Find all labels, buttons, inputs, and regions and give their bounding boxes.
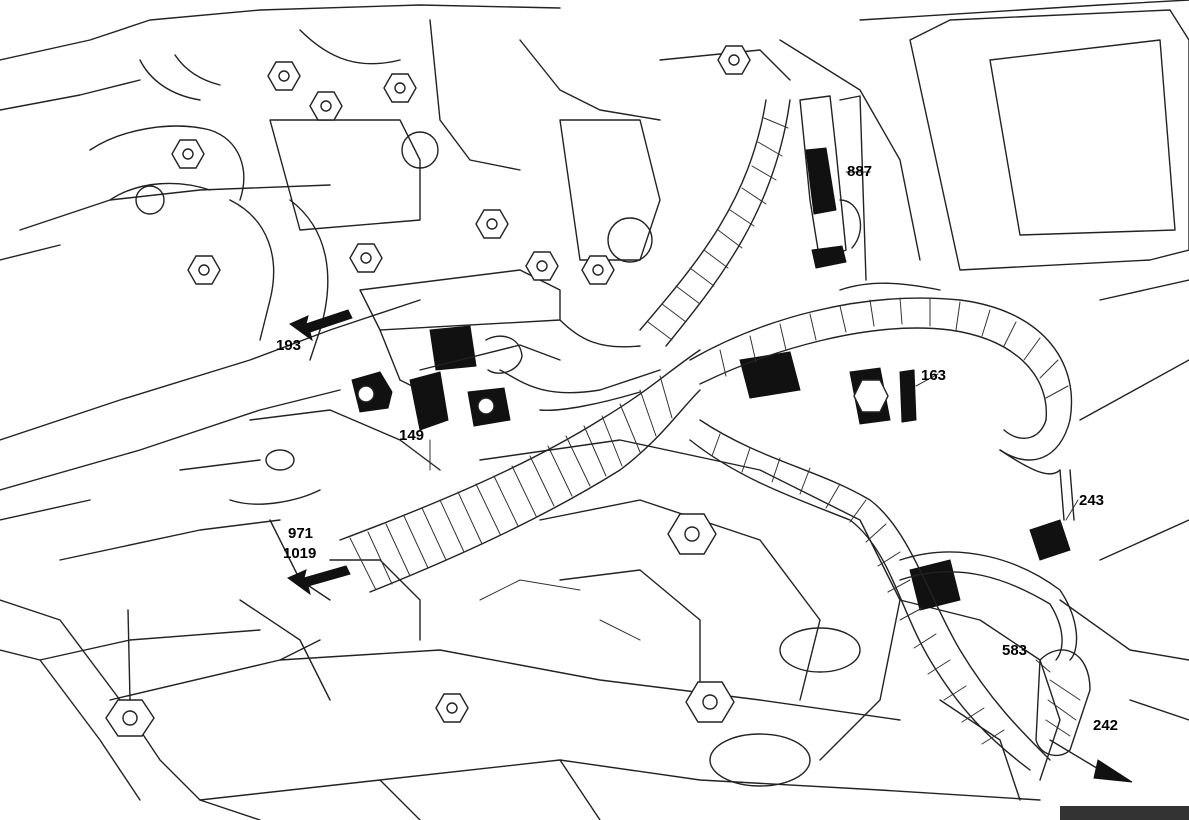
callout-1019: 1019	[283, 545, 316, 562]
callout-887: 887	[847, 163, 872, 180]
connector-149-assembly	[351, 325, 561, 431]
sensor-163	[739, 351, 917, 425]
wiring-harness	[339, 99, 1078, 771]
callout-971: 971	[288, 525, 313, 542]
bolt-icon	[667, 513, 717, 555]
sensor-243	[1029, 469, 1075, 561]
callout-242: 242	[1093, 717, 1118, 734]
bolt-icon	[267, 61, 301, 91]
bolt-icon	[717, 45, 751, 75]
sensor-583	[909, 559, 1091, 757]
arrow-971	[287, 565, 351, 596]
bolt-icon	[309, 91, 343, 121]
arrow-242	[1049, 739, 1133, 783]
bolt-icon	[171, 139, 205, 169]
arrow-193	[289, 309, 353, 342]
bolt-icon	[435, 693, 469, 723]
bolt-icon	[187, 255, 221, 285]
leader-lines	[429, 171, 1079, 673]
callout-149: 149	[399, 427, 424, 444]
callout-193: 193	[276, 337, 301, 354]
bolt-icon	[349, 243, 383, 273]
bolt-icon	[581, 255, 615, 285]
sensor-887	[799, 95, 867, 281]
callout-583: 583	[1002, 642, 1027, 659]
bolt-icon	[525, 251, 559, 281]
bottom-crop-bar	[1060, 806, 1189, 820]
callout-labels: 887 193 163 149 243 971 1019 583 242	[276, 163, 1118, 734]
bolts	[105, 45, 751, 737]
bolt-icon	[685, 681, 735, 723]
callout-163: 163	[921, 367, 946, 384]
bolt-icon	[105, 699, 155, 737]
bolt-icon	[383, 73, 417, 103]
bolt-icon	[475, 209, 509, 239]
callout-243: 243	[1079, 492, 1104, 509]
